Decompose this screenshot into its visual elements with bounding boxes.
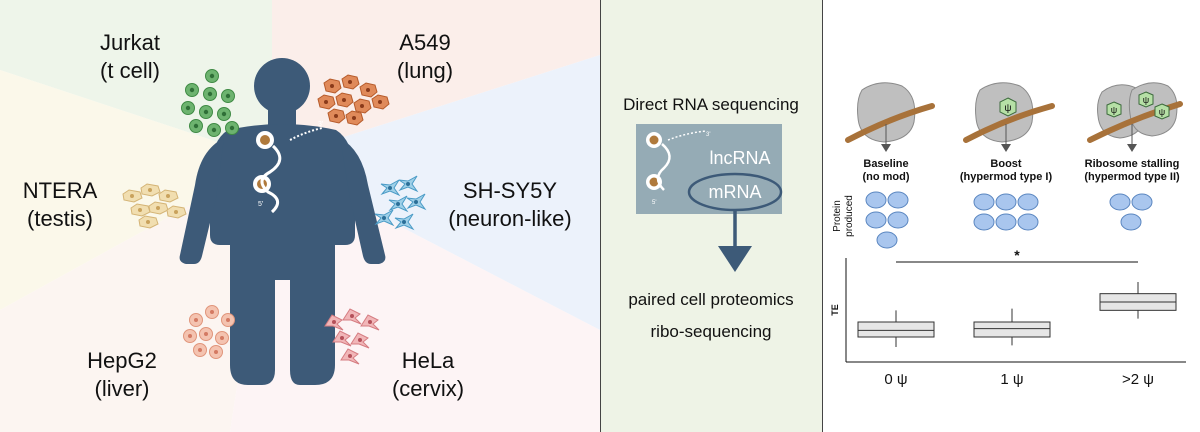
stalling-title: Ribosome stalling	[1085, 158, 1180, 170]
jurkat-tissue: (t cell)	[100, 58, 160, 83]
body-rna-icon: 5' 3'	[253, 121, 323, 214]
stall-psi-marker-2	[1138, 91, 1154, 108]
ntera-label: NTERA (testis)	[23, 178, 98, 231]
box-0-iqr	[857, 321, 935, 338]
stall-psi-symbol-2: ψ	[1143, 95, 1149, 105]
left-panel: 5' 3'	[0, 0, 600, 432]
x-tick-1: 1 ψ	[1000, 371, 1023, 388]
box-rna-5prime: 5'	[652, 200, 656, 206]
mrna-label: mRNA	[709, 182, 762, 202]
shsy5y-name: SH-SY5Y	[463, 178, 557, 203]
tcell-sector	[0, 0, 272, 160]
middle-panel-background	[600, 0, 822, 432]
stalling-ribosomes: ψ ψ ψ	[1087, 82, 1183, 152]
stall-psi-symbol-3: ψ	[1159, 107, 1165, 117]
boost-psi-symbol: ψ	[1004, 103, 1011, 114]
output-arrow-head	[718, 246, 752, 272]
stall-psi-marker-3	[1154, 103, 1170, 120]
body-rna-5prime: 5'	[258, 201, 263, 208]
jurkat-name: Jurkat	[100, 30, 160, 55]
stalling-subtitle: (hypermod type II)	[1084, 171, 1180, 183]
stall-psi-symbol-1: ψ	[1111, 105, 1117, 115]
testis-sector	[0, 70, 272, 310]
protein-axis-label-line2: produced	[844, 195, 855, 237]
box-rna-3prime: 3'	[706, 132, 710, 138]
baseline-ribosome	[845, 82, 935, 152]
sequencing-title: Direct RNA sequencing	[623, 95, 799, 114]
ntera-tissue: (testis)	[27, 206, 93, 231]
ribo-seq-label: ribo-sequencing	[651, 322, 772, 341]
lncrna-label: lncRNA	[709, 148, 770, 168]
hela-label: HeLa (cervix)	[392, 348, 464, 401]
middle-panel: Direct RNA sequencing 5' 3' lncRNA mRNA …	[600, 0, 823, 432]
hela-tissue: (cervix)	[392, 376, 464, 401]
a549-name: A549	[399, 30, 450, 55]
boost-title: Boost	[990, 158, 1022, 170]
box-marks	[857, 282, 1177, 347]
stalling-proteins	[1109, 193, 1153, 231]
shsy5y-tissue: (neuron-like)	[448, 206, 572, 231]
hepg2-label: HepG2 (liver)	[87, 348, 157, 401]
a549-tissue: (lung)	[397, 58, 453, 83]
protein-axis-label-line1: Protein	[832, 200, 843, 232]
a549-label: A549 (lung)	[397, 30, 453, 83]
hepg2-name: HepG2	[87, 348, 157, 373]
box-1-iqr	[973, 321, 1051, 338]
body-rna-3prime: 3'	[318, 121, 323, 128]
jurkat-label: Jurkat (t cell)	[100, 30, 160, 83]
baseline-subtitle: (no mod)	[862, 171, 909, 183]
stall-psi-marker-1	[1106, 101, 1122, 118]
hela-name: HeLa	[402, 348, 455, 373]
x-tick-2: >2 ψ	[1122, 371, 1154, 388]
right-panel: ψ ψ ψ ψ Baseline (no mod) Boost (hypermo…	[830, 82, 1186, 388]
shsy5y-label: SH-SY5Y (neuron-like)	[448, 178, 572, 231]
human-silhouette	[179, 58, 386, 385]
boost-ribosome: ψ	[963, 82, 1055, 152]
neuron-sector	[272, 55, 600, 330]
boost-psi-marker	[999, 97, 1017, 117]
significance-marker: *	[1014, 247, 1020, 263]
boost-proteins	[973, 193, 1039, 231]
ntera-name: NTERA	[23, 178, 98, 203]
boost-subtitle: (hypermod type I)	[960, 171, 1053, 183]
y-axis-label: TE	[830, 304, 840, 316]
baseline-title: Baseline	[863, 158, 908, 170]
x-tick-0: 0 ψ	[884, 371, 907, 388]
proteomics-label: paired cell proteomics	[628, 290, 793, 309]
rna-strands-icon: 5' 3'	[646, 130, 710, 206]
hepg2-tissue: (liver)	[95, 376, 150, 401]
baseline-proteins	[865, 191, 909, 249]
te-boxplot: TE * 0 ψ 1 ψ >2 ψ	[830, 247, 1186, 388]
